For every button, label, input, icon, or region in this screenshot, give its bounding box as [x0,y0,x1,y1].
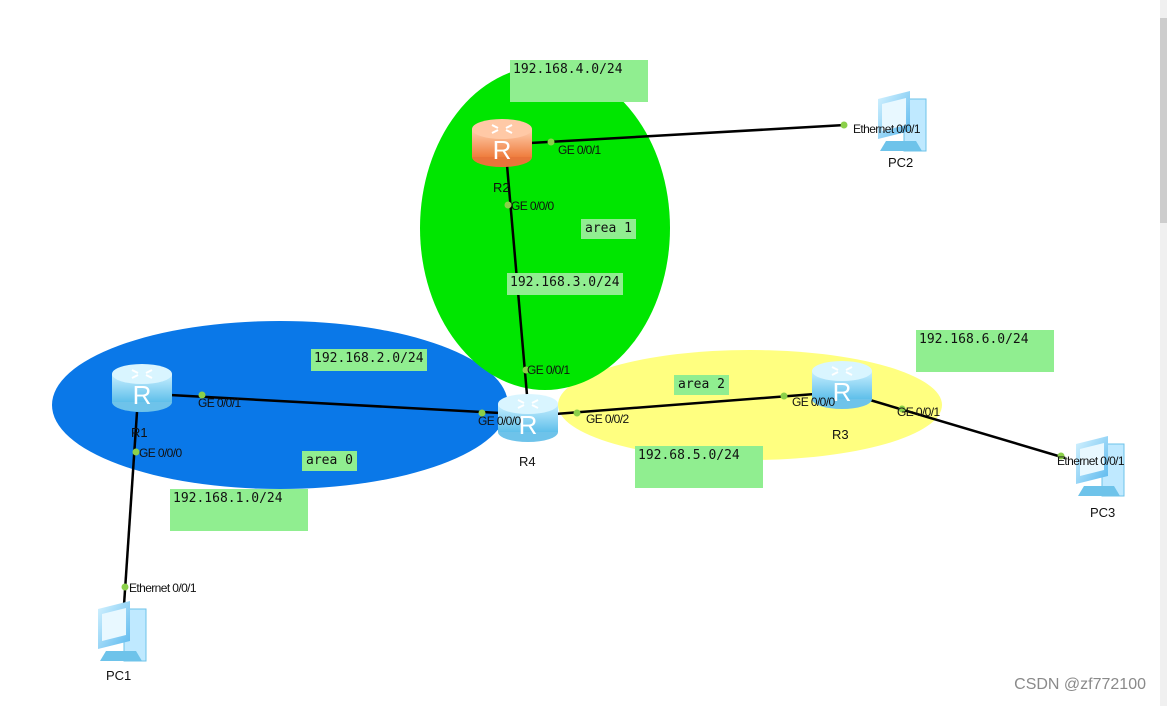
port-dot [898,405,906,413]
link-r1-r4[interactable] [169,393,501,415]
port-label-r2-ge001: GE 0/0/1 [558,143,601,157]
network-label-192-168-1: 192.168.1.0/24 [170,489,308,531]
port-dot [1057,452,1065,460]
network-label-192-68-5: 192.68.5.0/24 [635,446,763,488]
port-label-r1-ge000: GE 0/0/0 [139,446,182,460]
device-name-pc3: PC3 [1090,505,1116,520]
port-dot [478,409,486,417]
port-label-r2-ge000: GE 0/0/0 [511,199,554,213]
link-r2-pc2[interactable] [529,123,846,145]
port-label-r3-ge000: GE 0/0/0 [792,395,835,409]
port-label-r4-ge002: GE 0/0/2 [586,412,629,426]
port-label-pc1-eth: Ethernet 0/0/1 [129,581,197,595]
device-name-pc2: PC2 [888,155,914,170]
area-label-1: area 1 [581,219,636,239]
network-label-192-168-6: 192.168.6.0/24 [916,330,1054,372]
port-dot [780,392,788,400]
vertical-scrollbar[interactable] [1160,0,1167,706]
port-label-pc2-eth: Ethernet 0/0/1 [853,122,921,136]
watermark: CSDN @zf772100 [1014,676,1146,693]
router-r1-icon[interactable] [111,363,173,413]
port-dot [547,138,555,146]
port-label-pc3-eth: Ethernet 0/0/1 [1057,454,1125,468]
pc1-icon[interactable] [97,600,147,662]
router-r2-icon[interactable] [471,118,533,168]
port-dot [840,121,848,129]
device-name-r2: R2 [493,180,510,195]
device-name-pc1: PC1 [106,668,132,683]
port-dot [198,391,206,399]
link-r4-r3[interactable] [554,392,816,416]
network-label-192-168-4: 192.168.4.0/24 [510,60,648,102]
device-name-r3: R3 [832,427,849,442]
device-name-r4: R4 [519,454,536,469]
network-label-192-168-2: 192.168.2.0/24 [311,349,427,371]
port-dot [132,448,140,456]
pc2-icon[interactable] [877,90,927,152]
area-label-2: area 2 [674,375,729,395]
port-dot [522,366,530,374]
scrollbar-thumb[interactable] [1160,18,1167,223]
port-dot [121,583,129,591]
port-label-r4-ge001: GE 0/0/1 [527,363,570,377]
device-name-r1: R1 [131,425,148,440]
port-dot [573,409,581,417]
area-label-0: area 0 [302,451,357,471]
port-dot [504,201,512,209]
network-label-192-168-3: 192.168.3.0/24 [507,273,623,295]
port-label-r3-ge001: GE 0/0/1 [897,405,940,419]
port-label-r4-ge000: GE 0/0/0 [478,414,521,428]
port-label-r1-ge001: GE 0/0/1 [198,396,241,410]
